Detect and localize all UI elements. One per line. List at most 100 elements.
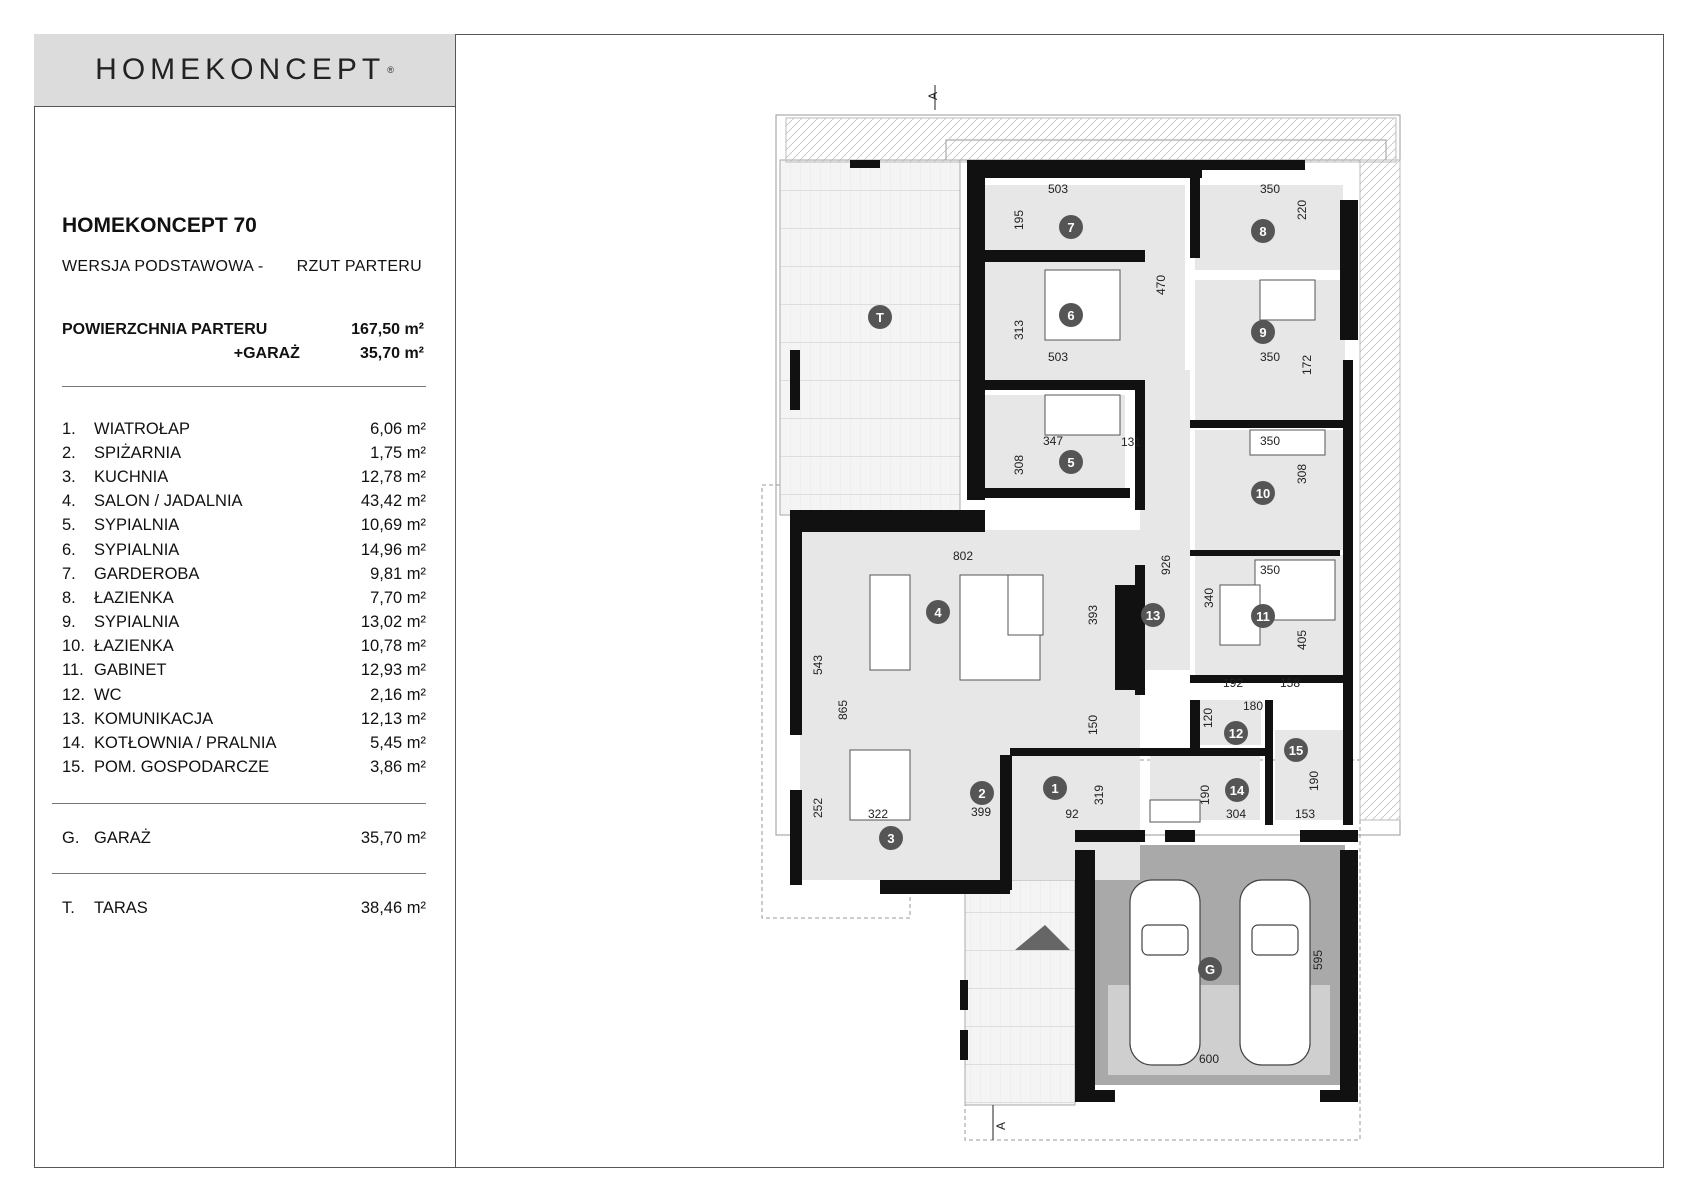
- dimension-label: 319: [1092, 785, 1106, 805]
- dimension-label: 120: [1201, 708, 1215, 728]
- dimension-label: 192: [1223, 676, 1243, 690]
- terrace-row: T. TARAS 38,46 m²: [62, 899, 426, 917]
- garage-area-row: +GARAŻ 35,70 m²: [233, 345, 424, 362]
- room-badge: 11: [1251, 604, 1275, 628]
- svg-text:3: 3: [887, 831, 894, 846]
- svg-text:G: G: [1205, 962, 1215, 977]
- dimension-label: 350: [1260, 350, 1280, 364]
- svg-text:13: 13: [1146, 608, 1160, 623]
- dimension-label: 393: [1086, 605, 1100, 625]
- dimension-label: 470: [1154, 275, 1168, 295]
- svg-text:5: 5: [1067, 455, 1074, 470]
- dimension-label: 543: [811, 655, 825, 675]
- furniture: [849, 269, 1336, 823]
- section-markers: A A: [926, 85, 1008, 1140]
- dimension-label: 405: [1295, 630, 1309, 650]
- room-badge: 1: [1043, 776, 1067, 800]
- drawing-frame: [34, 34, 1664, 1168]
- svg-text:11: 11: [1256, 609, 1270, 624]
- dimension-label: 503: [1048, 182, 1068, 196]
- room-badge: 7: [1059, 215, 1083, 239]
- dimension-label: 926: [1159, 555, 1173, 575]
- dimension-label: 350: [1260, 434, 1280, 448]
- room-badge: 3: [879, 826, 903, 850]
- divider: [52, 803, 426, 804]
- room-badge: 5: [1059, 450, 1083, 474]
- svg-text:4: 4: [934, 605, 942, 620]
- dimension-label: 252: [811, 798, 825, 818]
- dimension-label: 158: [1280, 676, 1300, 690]
- dimension-label: 304: [1226, 807, 1246, 821]
- dimension-label: 350: [1260, 563, 1280, 577]
- walls: [790, 160, 1358, 1102]
- svg-text:A: A: [926, 92, 940, 100]
- dimension-label: 595: [1311, 950, 1325, 970]
- svg-text:9: 9: [1259, 325, 1266, 340]
- room-badge: 8: [1251, 219, 1275, 243]
- divider: [52, 873, 426, 874]
- divider: [62, 386, 426, 387]
- dimension-label: 600: [1199, 1052, 1219, 1066]
- dimension-label: 865: [836, 700, 850, 720]
- dimension-label: 308: [1012, 455, 1026, 475]
- room-badge: 9: [1251, 320, 1275, 344]
- dimension-label: 220: [1295, 200, 1309, 220]
- room-badge: 12: [1224, 721, 1248, 745]
- svg-text:8: 8: [1259, 224, 1266, 239]
- dimension-label: 153: [1295, 807, 1315, 821]
- project-title: HOMEKONCEPT 70: [62, 214, 257, 237]
- garage-cars: [1129, 879, 1311, 1066]
- svg-text:14: 14: [1230, 783, 1245, 798]
- room-badge: T: [868, 305, 892, 329]
- dimension-label: 190: [1198, 785, 1212, 805]
- dimension-label: 802: [953, 549, 973, 563]
- room-badge: G: [1198, 957, 1222, 981]
- svg-text:1: 1: [1051, 781, 1058, 796]
- svg-text:2: 2: [978, 786, 985, 801]
- dimension-label: 308: [1295, 464, 1309, 484]
- dimension-label: 322: [868, 807, 888, 821]
- room-badge: 6: [1059, 303, 1083, 327]
- dimension-label: 172: [1300, 355, 1314, 375]
- svg-text:7: 7: [1067, 220, 1074, 235]
- room-badge: 10: [1251, 481, 1275, 505]
- svg-text:6: 6: [1067, 308, 1074, 323]
- room-badge: 14: [1225, 778, 1249, 802]
- room-badge: 13: [1141, 603, 1165, 627]
- brand-logo: HOMEKONCEPT®: [34, 34, 455, 107]
- svg-text:T: T: [876, 310, 884, 325]
- dimension-label: 503: [1048, 350, 1068, 364]
- version-label: WERSJA PODSTAWOWA -: [62, 258, 264, 275]
- ground-area-row: POWIERZCHNIA PARTERU 167,50 m²: [62, 321, 424, 338]
- dimension-label: 150: [1086, 715, 1100, 735]
- project-subtitle: WERSJA PODSTAWOWA - RZUT PARTERU: [62, 258, 422, 276]
- svg-text:12: 12: [1229, 726, 1243, 741]
- dimension-label: 350: [1260, 182, 1280, 196]
- dimension-label: 313: [1012, 320, 1026, 340]
- garage-row: G. GARAŻ 35,70 m²: [62, 829, 426, 847]
- dimension-label: 340: [1202, 588, 1216, 608]
- room-badge: 2: [970, 781, 994, 805]
- dimension-label: 190: [1307, 771, 1321, 791]
- entrance-arrow-icon: [1015, 925, 1070, 950]
- info-panel: HOMEKONCEPT® HOMEKONCEPT 70 WERSJA PODST…: [34, 34, 456, 1168]
- dimension-label: 399: [971, 805, 991, 819]
- dimension-label: 92: [1065, 807, 1079, 821]
